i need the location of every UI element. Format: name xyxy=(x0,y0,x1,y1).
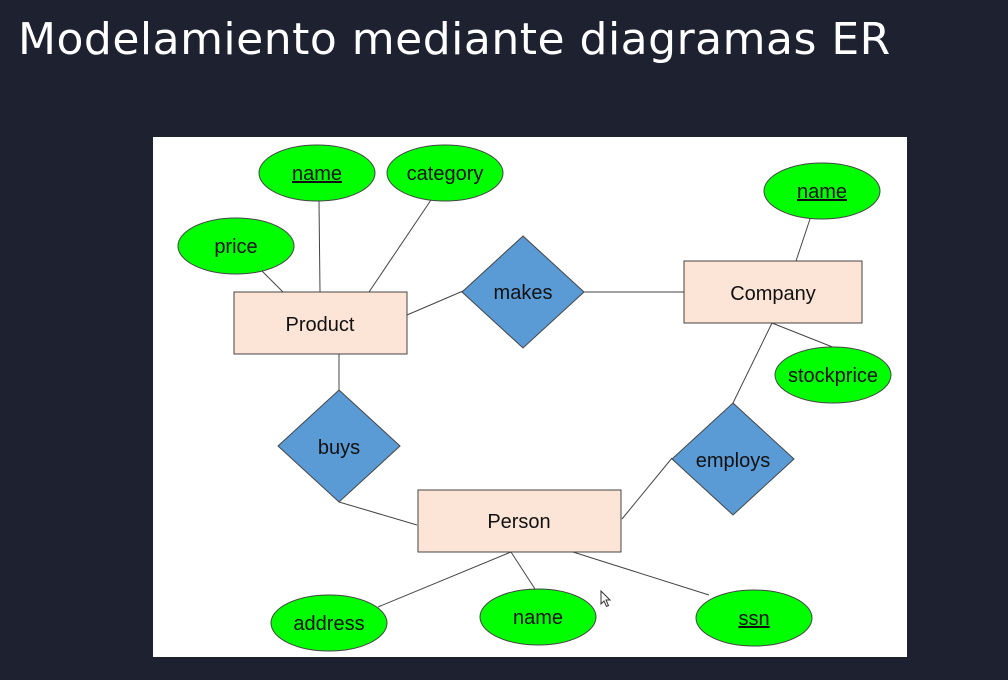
edge-product-makes xyxy=(406,290,464,316)
edge-company-name xyxy=(795,215,812,262)
entity-person: Person xyxy=(417,489,622,553)
attribute-product-name: name xyxy=(258,144,376,202)
attribute-label: price xyxy=(214,236,257,258)
connector-lines xyxy=(257,199,836,608)
attribute-label: ssn xyxy=(738,608,769,630)
edge-product-name xyxy=(318,200,321,293)
slide-title: Modelamiento mediante diagramas ER xyxy=(18,14,891,65)
entity-product: Product xyxy=(233,291,408,355)
edge-company-employs xyxy=(732,322,773,404)
attribute-person-address: address xyxy=(270,594,388,652)
entity-company: Company xyxy=(683,260,863,324)
relationship-label: employs xyxy=(696,450,770,472)
edge-employs-person xyxy=(621,457,673,520)
attribute-label: address xyxy=(293,613,364,635)
relationship-buys: buys xyxy=(277,389,401,503)
attribute-company-name: name xyxy=(763,162,881,220)
attribute-product-price: price xyxy=(177,217,295,275)
relationship-label: buys xyxy=(318,437,360,459)
edge-person-address xyxy=(377,551,512,608)
edge-buys-person xyxy=(338,501,418,526)
entity-label: Person xyxy=(487,511,550,533)
attribute-product-category: category xyxy=(386,144,504,202)
er-diagram: name category price name stockprice addr… xyxy=(153,137,907,657)
entity-label: Company xyxy=(730,283,816,305)
attribute-label: name xyxy=(513,607,563,629)
attribute-label: category xyxy=(407,163,484,185)
attribute-person-ssn: ssn xyxy=(695,589,813,647)
attribute-label: name xyxy=(797,181,847,203)
attribute-label: name xyxy=(292,163,342,185)
edge-person-ssn xyxy=(572,551,710,596)
edge-company-stockprice xyxy=(771,322,836,349)
edge-person-name xyxy=(510,551,536,590)
er-diagram-canvas: name category price name stockprice addr… xyxy=(177,144,892,652)
attribute-person-name: name xyxy=(479,588,597,646)
edge-product-category xyxy=(368,199,432,293)
mouse-cursor-icon xyxy=(600,590,612,608)
relationship-makes: makes xyxy=(461,235,585,349)
relationship-employs: employs xyxy=(671,402,795,516)
relationship-label: makes xyxy=(494,282,553,304)
attribute-label: stockprice xyxy=(788,365,878,387)
entity-label: Product xyxy=(286,314,355,336)
attribute-company-stockprice: stockprice xyxy=(774,346,892,404)
